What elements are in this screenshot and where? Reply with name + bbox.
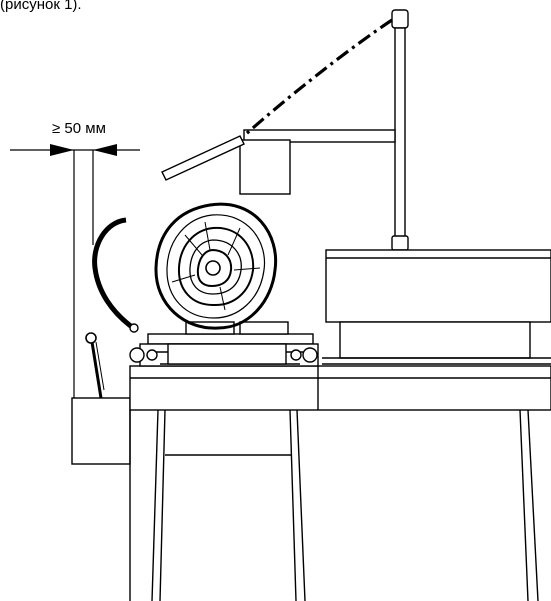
clearance-dimension: ≥ 50 мм — [10, 120, 140, 400]
dimension-label: ≥ 50 мм — [52, 120, 106, 137]
dimension-arrow-left — [50, 144, 74, 156]
lever-knob — [85, 332, 97, 344]
post-column — [394, 27, 406, 239]
vice-assembly — [129, 321, 319, 367]
lever-shaft — [90, 341, 103, 399]
tabletop — [129, 365, 551, 411]
wood-log — [154, 202, 278, 330]
right-leg — [519, 409, 529, 601]
dimension-arrow-right — [93, 144, 117, 156]
left-leg — [151, 409, 159, 601]
post-cap — [391, 9, 409, 29]
control-box — [71, 332, 131, 465]
post-base — [391, 235, 409, 251]
vice-jaw-right — [239, 321, 289, 335]
cable-dash-dot — [244, 18, 393, 136]
caption-fragment: (рисунок 1). — [0, 0, 82, 13]
guard-hood — [239, 139, 291, 195]
log-core — [205, 260, 221, 276]
protective-shield — [92, 217, 139, 333]
machine-housing — [322, 249, 551, 365]
guard-arm — [161, 129, 396, 195]
shield-pivot — [129, 323, 139, 333]
guard-plate — [161, 135, 245, 181]
workbench — [129, 365, 551, 601]
